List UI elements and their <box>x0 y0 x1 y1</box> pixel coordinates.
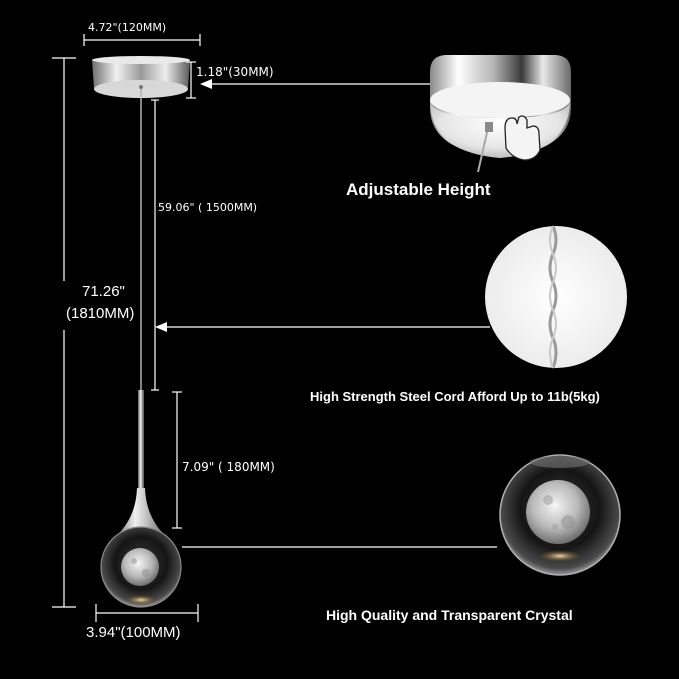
pendant-lamp <box>100 488 182 608</box>
lamp-rod <box>138 390 144 490</box>
canopy <box>92 56 190 98</box>
lamp-height-dimension <box>172 391 182 529</box>
cord-length-dimension <box>151 99 159 391</box>
canopy-height-dimension <box>186 61 196 99</box>
globe-width-label: 3.94"(100MM) <box>86 624 181 641</box>
canopy-zoom <box>430 55 571 173</box>
canopy-width-label: 4.72"(120MM) <box>88 21 167 34</box>
callout-arrow-canopy <box>200 79 430 89</box>
canopy-width-dimension <box>83 34 201 46</box>
total-height-dimension <box>52 57 76 608</box>
globe-width-dimension <box>95 604 199 622</box>
steel-cord-caption: High Strength Steel Cord Afford Up to 11… <box>310 389 600 404</box>
cord-zoom <box>485 225 627 369</box>
total-height-label-mm: (1810MM) <box>66 305 135 322</box>
canopy-height-label: 1.18"(30MM) <box>196 65 274 79</box>
hand-icon <box>504 115 541 161</box>
callout-arrow-cord <box>155 322 490 332</box>
adjustable-height-caption: Adjustable Height <box>346 180 491 199</box>
crystal-zoom <box>499 454 621 576</box>
crystal-caption: High Quality and Transparent Crystal <box>326 607 573 623</box>
cord-length-label: 59.06" ( 1500MM) <box>158 201 258 214</box>
total-height-label-in: 71.26" <box>82 283 125 300</box>
lamp-height-label: 7.09" ( 180MM) <box>182 460 275 474</box>
